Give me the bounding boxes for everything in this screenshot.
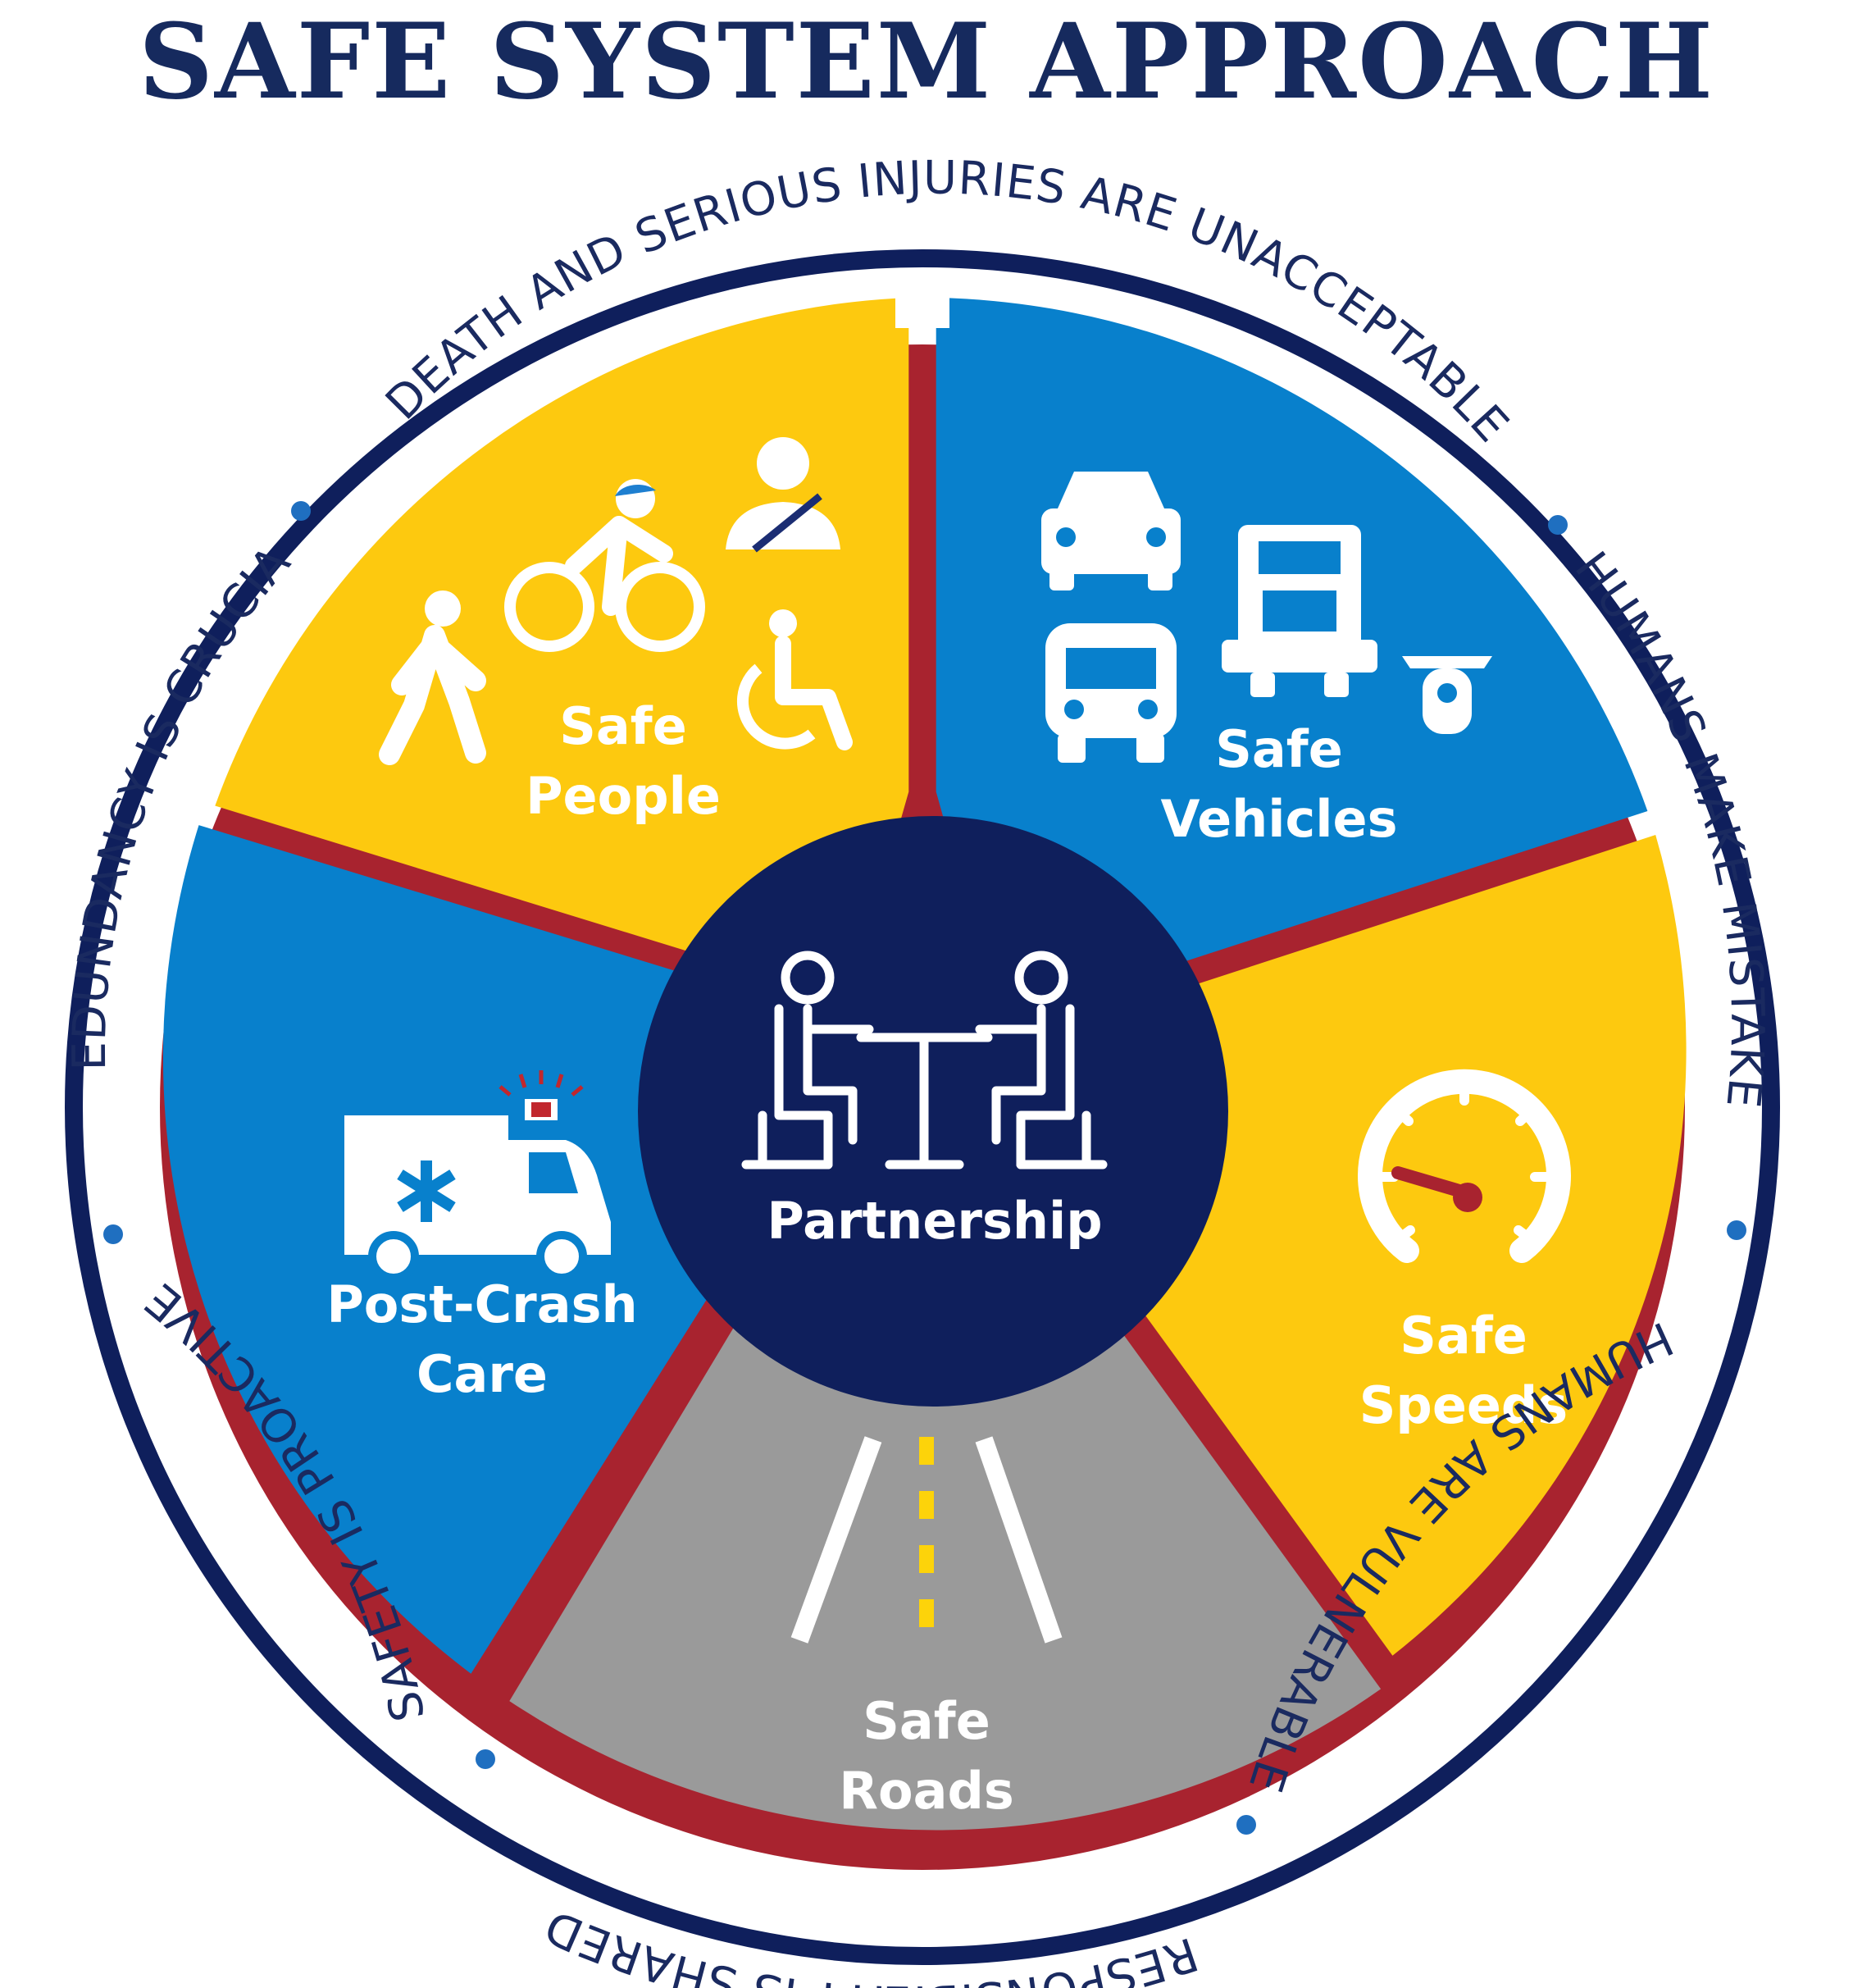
truck-icon [1222, 525, 1377, 697]
safe-speeds-label-line2: Speeds [1359, 1375, 1568, 1435]
safe-vehicles-icons [1041, 472, 1492, 763]
ambulance-icon [344, 1070, 611, 1282]
post-crash-care-label-line2: Care [417, 1344, 548, 1404]
seatbelt-icon [726, 437, 840, 553]
safe-vehicles-label-line2: Vehicles [1161, 789, 1398, 849]
safe-system-wheel: Partnership [0, 115, 1780, 1988]
ring-dots [103, 501, 1746, 1835]
segment-safe-roads[interactable] [509, 1313, 1382, 1831]
center-circle[interactable] [638, 816, 1228, 1407]
page-title: SAFE SYSTEM APPROACH [138, 1, 1714, 122]
safe-vehicles-label-line1: Safe [1215, 719, 1343, 779]
safe-roads-label-line2: Roads [839, 1761, 1013, 1821]
ring-dot [476, 1749, 495, 1769]
cyclist-icon [504, 479, 705, 652]
ring-dot [1548, 515, 1568, 535]
safe-people-label-line1: Safe [559, 696, 687, 756]
safe-people-label-line2: People [526, 766, 721, 826]
center-label: Partnership [767, 1191, 1102, 1251]
speedometer-icon [1358, 1069, 1571, 1263]
road-icon [790, 1436, 1063, 1644]
ring-dot [291, 501, 311, 521]
safe-speeds-label-line1: Safe [1400, 1306, 1527, 1366]
ring-dot [1236, 1815, 1256, 1835]
pedestrian-icon [379, 590, 486, 765]
ring-dot [1727, 1220, 1746, 1240]
post-crash-care-label-line1: Post-Crash [326, 1274, 637, 1334]
ring-dot [103, 1224, 123, 1244]
motorcycle-icon [1402, 656, 1492, 734]
safe-people-icons [379, 437, 853, 765]
partnership-icon [741, 951, 1108, 1170]
wheelchair-icon [736, 609, 853, 750]
safe-roads-label-line1: Safe [863, 1691, 990, 1751]
top-gap [895, 295, 949, 328]
bus-icon [1045, 623, 1177, 763]
car-icon [1041, 472, 1181, 590]
